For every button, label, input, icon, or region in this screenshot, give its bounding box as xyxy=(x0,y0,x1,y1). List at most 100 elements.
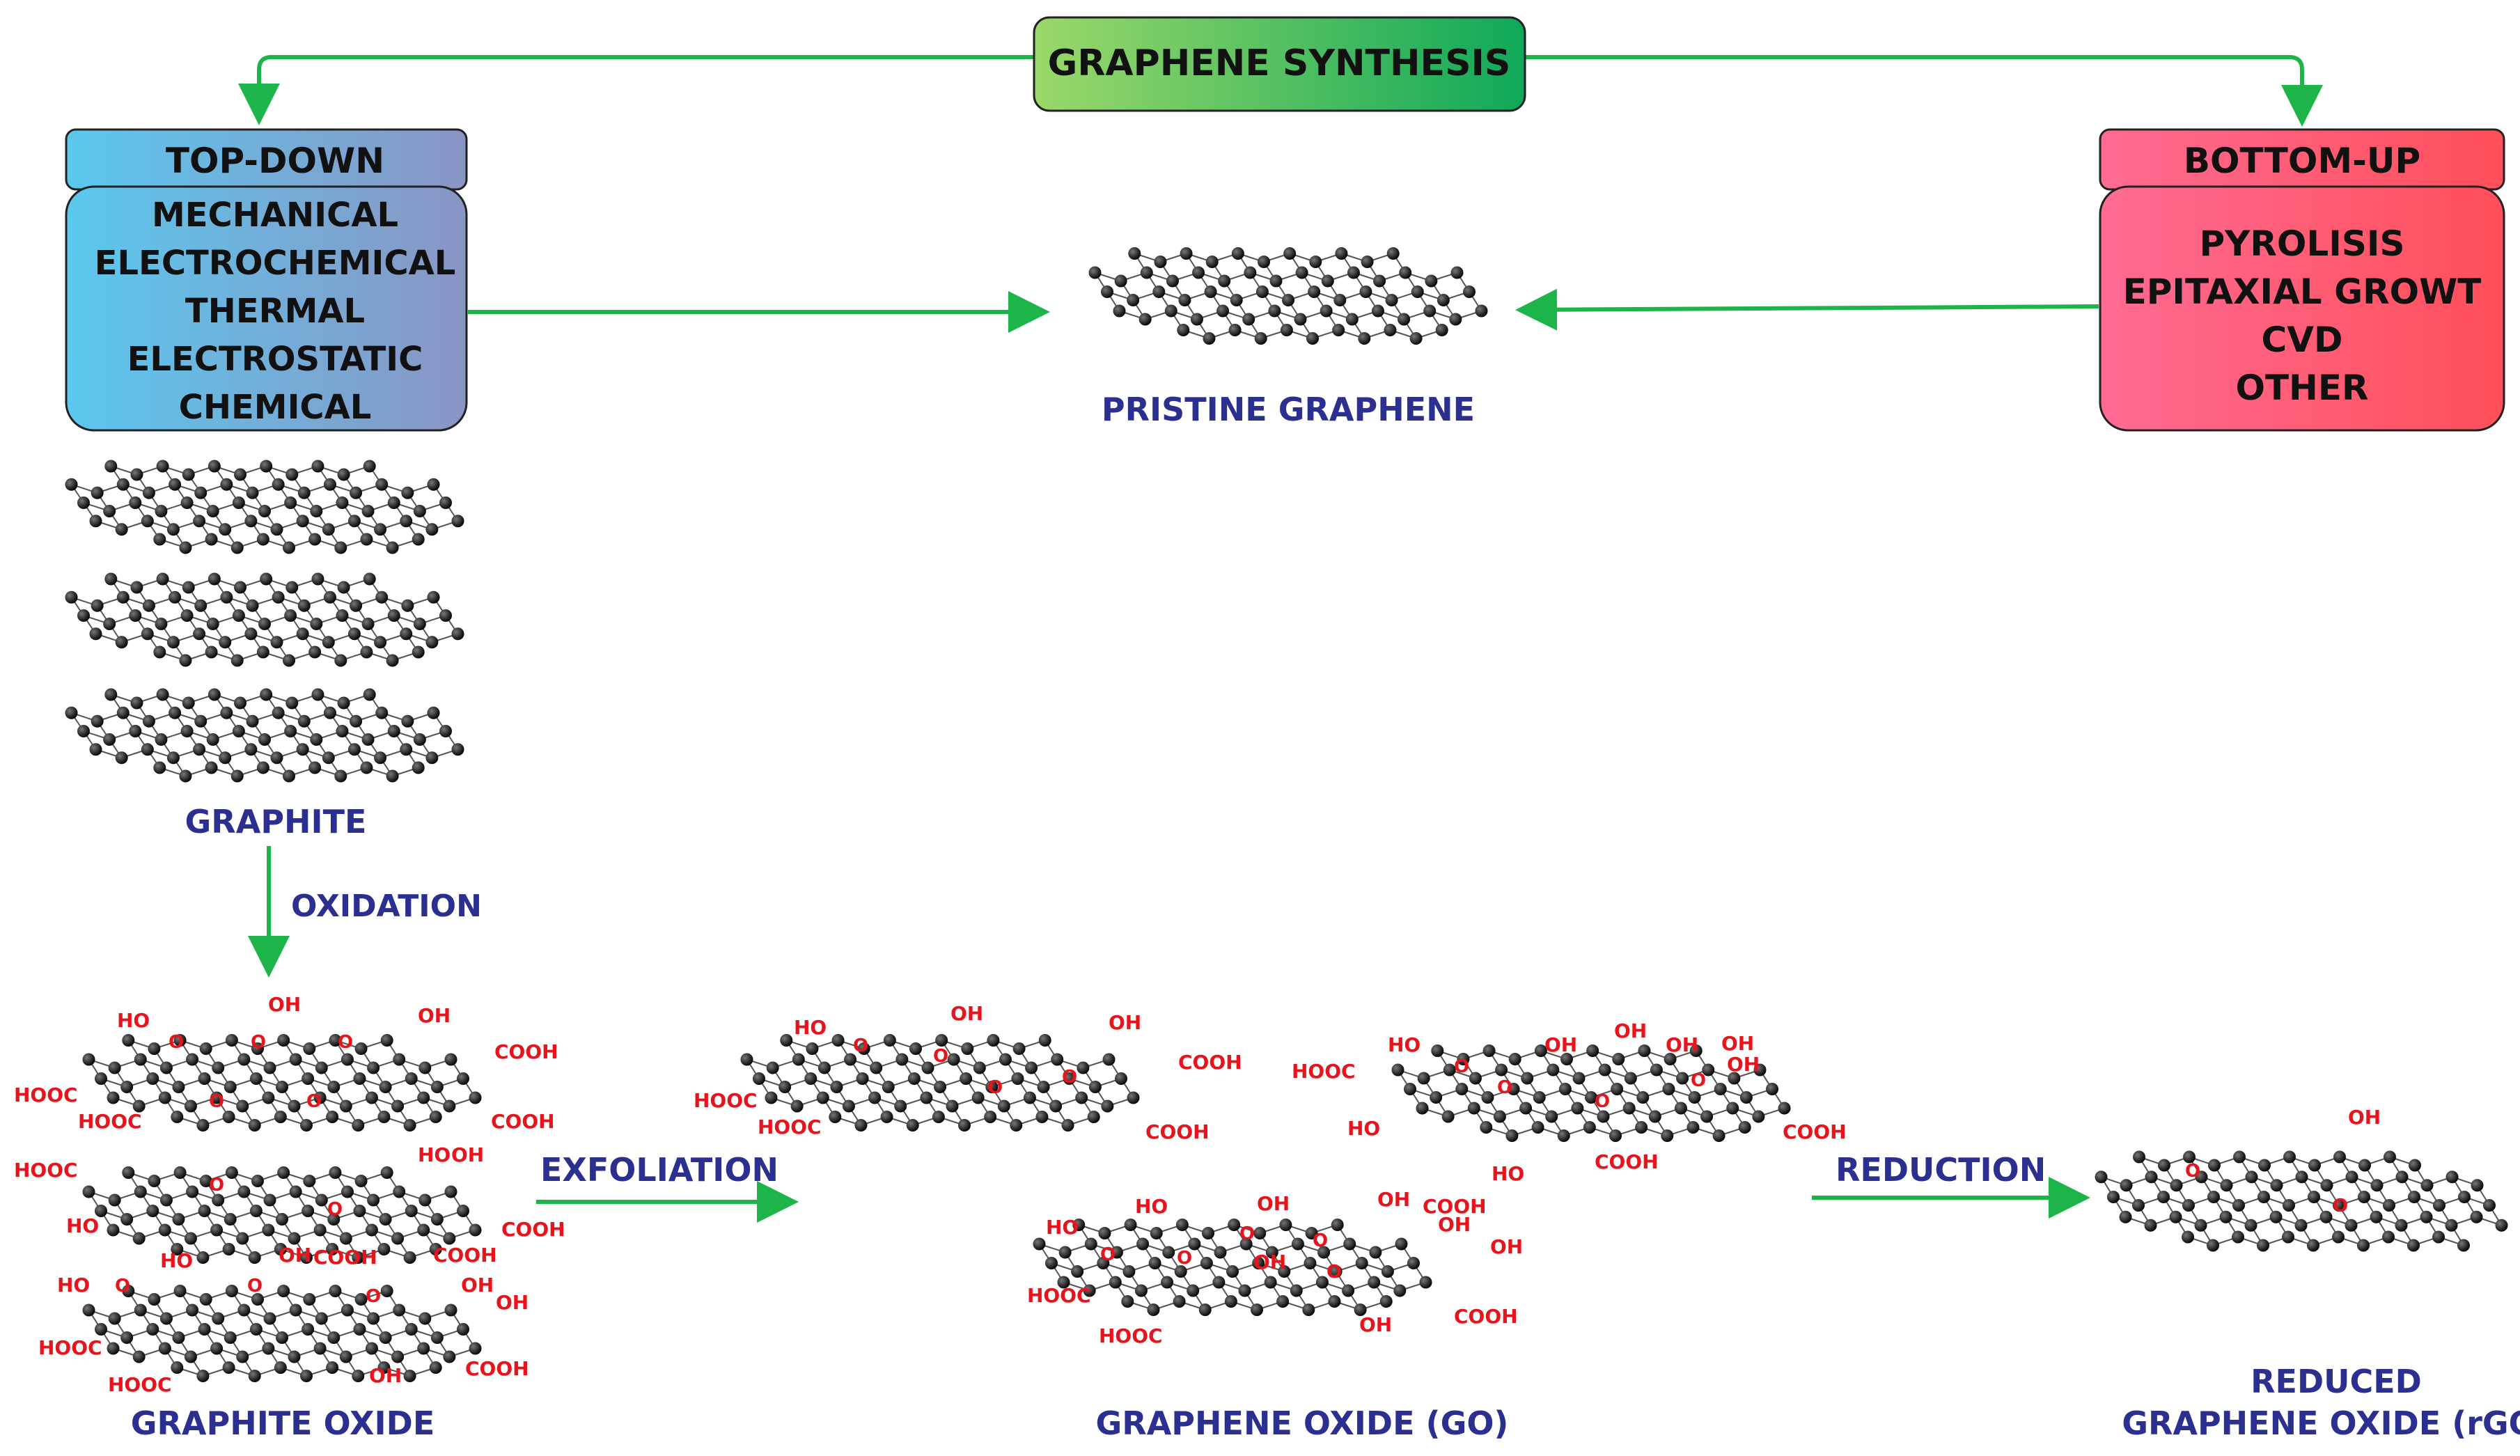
functional-group-label: HOOC xyxy=(1099,1324,1163,1347)
functional-group-label: HOOC xyxy=(694,1089,758,1112)
functional-group-label: O xyxy=(1100,1244,1116,1265)
functional-group-label: OH xyxy=(2348,1106,2381,1129)
functional-group-label: COOH xyxy=(1454,1305,1518,1328)
functional-group-label: HO xyxy=(1135,1195,1168,1218)
functional-group-label: COOH xyxy=(1595,1150,1659,1173)
functional-group-label: OH xyxy=(418,1004,451,1027)
functional-group-label: COOH xyxy=(465,1357,529,1380)
functional-group-label: OH xyxy=(1727,1053,1760,1076)
top-down-method: ELECTROCHEMICAL xyxy=(95,244,456,283)
functional-group-label: O xyxy=(1595,1091,1610,1112)
graphene-sheet xyxy=(1033,1219,1432,1316)
functional-group-label: O xyxy=(1454,1056,1469,1077)
functional-group-label: O xyxy=(209,1175,224,1196)
bottom-up-box: BOTTOM-UP PYROLISIS EPITAXIAL GROWT CVD … xyxy=(2099,128,2505,432)
functional-group-label: OH xyxy=(279,1244,311,1267)
functional-group-label: HO xyxy=(1492,1162,1524,1185)
functional-group-label: HOOC xyxy=(108,1373,172,1396)
functional-group-label: HOOC xyxy=(1027,1284,1091,1307)
diagram-title: GRAPHENE SYNTHESIS xyxy=(1048,42,1511,84)
functional-group-label: HO xyxy=(1046,1216,1079,1239)
step-reduction: REDUCTION xyxy=(1836,1151,2046,1189)
top-down-heading: TOP-DOWN xyxy=(166,141,384,181)
functional-group-label: HO xyxy=(160,1249,193,1272)
functional-group-label: COOH xyxy=(433,1244,497,1267)
graphene-sheet xyxy=(82,1034,482,1132)
graphene-sheet xyxy=(82,1285,482,1382)
functional-group-label: COOH xyxy=(494,1040,558,1063)
functional-group-label: HO xyxy=(66,1214,99,1237)
functional-group-label: COOH xyxy=(491,1110,555,1133)
caption-graphite-oxide: GRAPHITE OXIDE xyxy=(131,1404,435,1442)
functional-group-label: O xyxy=(2185,1161,2200,1182)
functional-group-label: OH xyxy=(1614,1019,1647,1042)
arrow-bottom-up-to-pristine xyxy=(1515,288,2099,331)
functional-group-label: HO xyxy=(1388,1033,1421,1056)
step-oxidation: OXIDATION xyxy=(291,889,482,924)
functional-group-label: HO xyxy=(117,1009,150,1032)
graphene-sheet xyxy=(82,1166,482,1264)
functional-group-label: O xyxy=(1313,1230,1328,1251)
graphene-sheet xyxy=(65,460,464,554)
functional-group-label: O xyxy=(1062,1067,1077,1088)
functional-group-label: O xyxy=(366,1286,381,1307)
graphene-sheet xyxy=(1088,247,1488,345)
functional-group-label: OH xyxy=(1438,1213,1471,1236)
caption-graphene-oxide: GRAPHENE OXIDE (GO) xyxy=(1096,1404,1509,1442)
functional-group-label: O xyxy=(251,1032,266,1053)
functional-group-label: HOOC xyxy=(14,1083,78,1106)
functional-group-label: O xyxy=(1326,1262,1342,1283)
title-box: GRAPHENE SYNTHESIS xyxy=(1033,16,1526,112)
bottom-up-method: CVD xyxy=(2262,320,2343,360)
functional-group-label: OH xyxy=(1721,1032,1754,1055)
caption-graphite: GRAPHITE xyxy=(185,803,367,840)
functional-group-label: OH xyxy=(1359,1313,1392,1336)
top-down-method: ELECTROSTATIC xyxy=(127,340,423,379)
functional-group-label: HO xyxy=(1347,1117,1380,1140)
functional-group-label: O xyxy=(338,1032,353,1053)
functional-group-label: OH xyxy=(1666,1033,1698,1056)
functional-group-label: OH xyxy=(461,1274,494,1297)
arrow-to-top-down xyxy=(238,55,1034,125)
functional-group-label: COOH xyxy=(501,1218,565,1241)
functional-group-label: HOOC xyxy=(14,1159,78,1182)
functional-group-label: HOOC xyxy=(758,1116,822,1138)
functional-group-label: HOOC xyxy=(78,1110,142,1133)
top-down-method: MECHANICAL xyxy=(152,196,398,235)
connector-arrows xyxy=(238,55,2323,1223)
step-exfoliation: EXFOLIATION xyxy=(540,1151,778,1189)
graphene-sheet xyxy=(1391,1044,1791,1142)
functional-group-label: COOH xyxy=(313,1246,377,1269)
functional-group-label: OH xyxy=(1257,1192,1290,1215)
functional-group-label: O xyxy=(1239,1223,1255,1244)
functional-group-label: O xyxy=(2333,1196,2348,1216)
functional-group-label: OH xyxy=(1544,1033,1577,1056)
functional-group-label: HO xyxy=(57,1274,90,1297)
functional-group-label: COOH xyxy=(1783,1120,1847,1143)
bottom-up-heading: BOTTOM-UP xyxy=(2184,141,2420,181)
functional-group-label: O xyxy=(306,1091,322,1112)
functional-group-label: COOH xyxy=(1423,1195,1487,1218)
graphene-sheets xyxy=(65,247,2508,1382)
functional-group-label: O xyxy=(987,1077,1003,1098)
functional-group-label: OH xyxy=(1253,1251,1286,1274)
bottom-up-method: EPITAXIAL GROWT xyxy=(2123,272,2482,312)
functional-group-label: O xyxy=(1497,1077,1512,1098)
functional-group-label: OH xyxy=(451,1143,484,1166)
functional-group-label: OH xyxy=(1109,1011,1141,1034)
functional-group-label: OH xyxy=(369,1364,402,1387)
functional-group-label: O xyxy=(209,1091,224,1112)
graphene-sheet xyxy=(65,688,464,783)
functional-group-label: COOH xyxy=(1145,1120,1210,1143)
functional-group-label: O xyxy=(1177,1248,1192,1269)
top-down-box: TOP-DOWN MECHANICAL ELECTROCHEMICAL THER… xyxy=(65,128,468,432)
functional-group-label: HOOC xyxy=(38,1336,102,1359)
functional-group-label: O xyxy=(933,1046,948,1067)
bottom-up-method: OTHER xyxy=(2235,368,2368,408)
functional-group-label: O xyxy=(1691,1070,1706,1091)
caption-reduced-line2: GRAPHENE OXIDE (rGO) xyxy=(2122,1404,2520,1442)
functional-group-label: HO xyxy=(794,1016,827,1039)
functional-group-label: OH xyxy=(950,1002,983,1025)
functional-group-label: HOOC xyxy=(1292,1060,1356,1083)
